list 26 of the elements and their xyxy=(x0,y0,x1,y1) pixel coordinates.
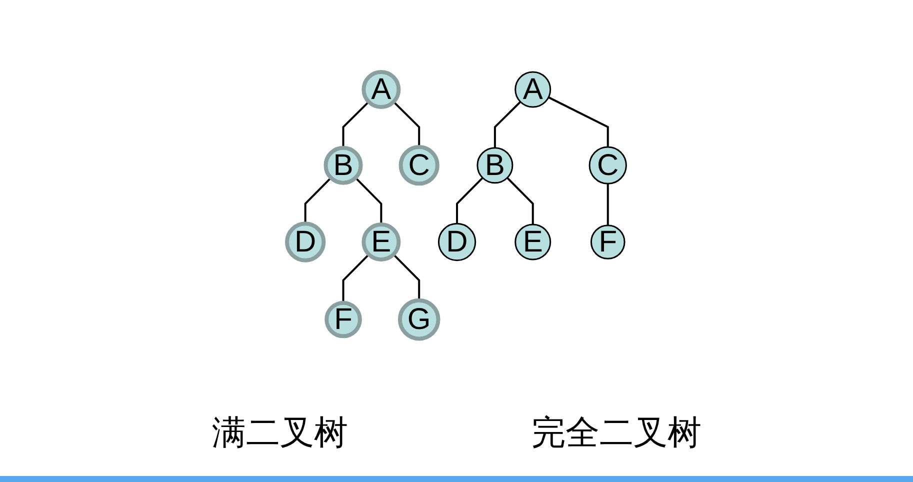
node-circle: A xyxy=(514,72,551,108)
connector xyxy=(506,178,534,225)
connector xyxy=(304,178,332,224)
connector xyxy=(342,254,370,304)
node-circle: F xyxy=(590,225,626,260)
connector xyxy=(456,178,484,224)
connector xyxy=(606,184,609,226)
node-circle: D xyxy=(438,223,476,262)
node-circle: B xyxy=(476,148,514,184)
node-circle: D xyxy=(284,222,326,263)
node-circle: C xyxy=(588,146,627,185)
connector xyxy=(342,102,370,148)
node-circle: C xyxy=(398,146,440,186)
tree-caption: 满二叉树 xyxy=(212,412,348,455)
connector xyxy=(548,96,609,148)
node-circle: F xyxy=(324,301,362,339)
node-circle: B xyxy=(324,146,363,186)
connector xyxy=(392,102,420,148)
connector xyxy=(494,102,521,148)
node-circle: E xyxy=(514,224,551,261)
connector xyxy=(354,178,382,225)
node-circle: A xyxy=(362,70,401,110)
node-circle: G xyxy=(398,298,440,342)
tree-caption: 完全二叉树 xyxy=(531,412,702,455)
connector xyxy=(392,254,420,301)
node-circle: E xyxy=(362,223,401,262)
